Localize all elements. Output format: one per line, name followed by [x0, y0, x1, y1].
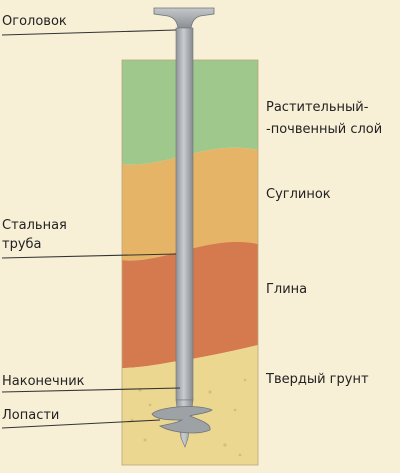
label-steel-pipe-line1: Стальная — [2, 218, 67, 233]
hard-soil-texture — [130, 378, 247, 457]
leader-tip — [1, 387, 181, 393]
label-blades: Лопасти — [2, 408, 60, 423]
label-hard-soil: Твердый грунт — [266, 372, 369, 387]
label-steel-pipe-line2: труба — [2, 237, 42, 252]
label-loam: Суглинок — [266, 187, 331, 202]
label-topsoil-line1: Растительный- — [266, 100, 369, 115]
label-head: Оголовок — [2, 14, 67, 29]
label-tip: Наконечник — [2, 374, 85, 389]
leader-head — [1, 29, 177, 36]
label-clay: Глина — [266, 282, 308, 297]
steel-pipe — [175, 27, 194, 401]
label-topsoil-line2: -почвенный слой — [266, 122, 383, 137]
pile-blades — [151, 406, 213, 434]
pile-head-cap — [153, 7, 215, 29]
leader-pipe — [1, 253, 177, 259]
leader-blades — [1, 419, 161, 429]
leader-lines — [1, 29, 181, 429]
